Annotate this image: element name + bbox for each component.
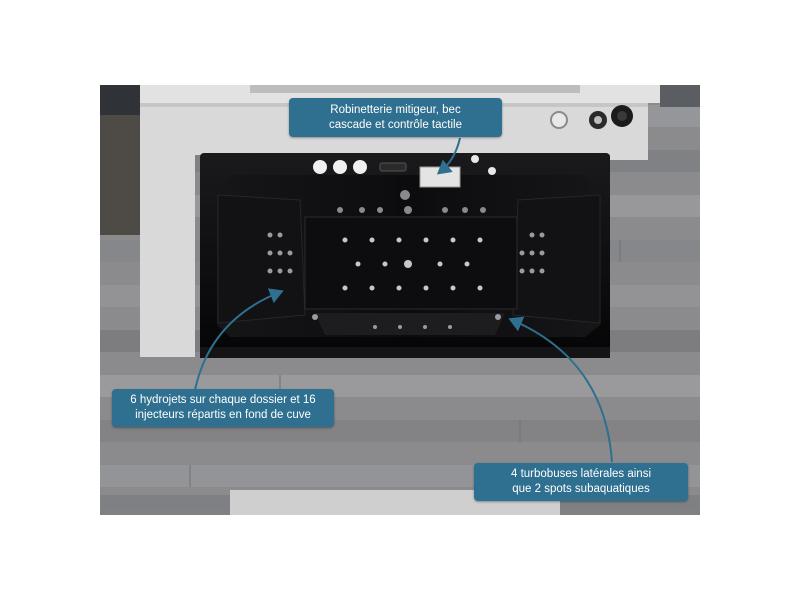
- callout-turbo: 4 turbobuses latérales ainsi que 2 spots…: [474, 463, 688, 501]
- top-jets: [337, 190, 486, 214]
- left-backrest: [217, 194, 306, 324]
- callout-faucet-line2: cascade et contrôle tactile: [329, 119, 462, 131]
- left-hydrojets: [267, 232, 293, 274]
- faucet: [419, 166, 461, 188]
- floor-injectors: [342, 237, 483, 291]
- callout-hydrojets-line2: injecteurs répartis en fond de cuve: [135, 409, 311, 421]
- bathtub-illustration: [100, 85, 700, 515]
- callout-faucet-line1: Robinetterie mitigeur, bec: [330, 104, 461, 116]
- bathtub-photo: [100, 85, 700, 515]
- callout-faucet: Robinetterie mitigeur, bec cascade et co…: [289, 98, 502, 137]
- callout-hydrojets-line1: 6 hydrojets sur chaque dossier et 16: [130, 394, 316, 406]
- right-backrest: [512, 194, 601, 324]
- callout-hydrojets: 6 hydrojets sur chaque dossier et 16 inj…: [112, 389, 334, 427]
- touch-control-buttons: [313, 160, 407, 174]
- soap-dispenser: [550, 111, 568, 129]
- turbo-jets: [312, 314, 501, 329]
- right-hydrojets: [519, 232, 545, 274]
- callout-turbo-line1: 4 turbobuses latérales ainsi: [511, 468, 651, 480]
- front-step: [315, 313, 505, 335]
- callout-turbo-line2: que 2 spots subaquatiques: [512, 483, 650, 495]
